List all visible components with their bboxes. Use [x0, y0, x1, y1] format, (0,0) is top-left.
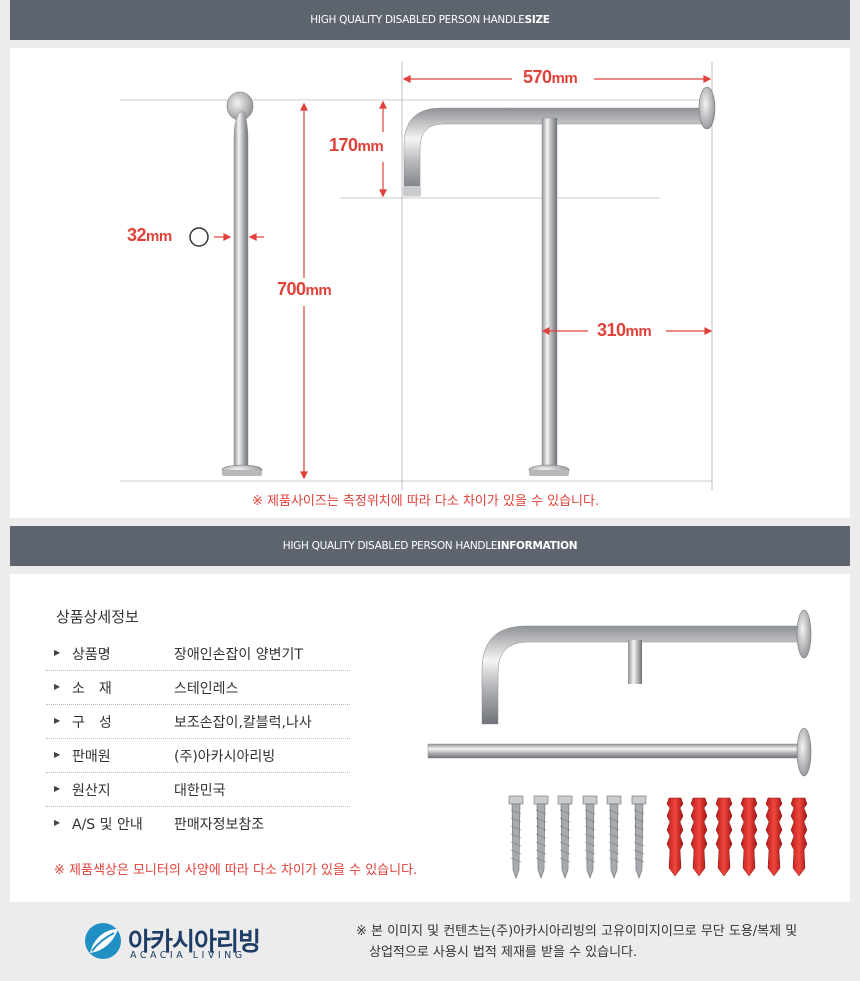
size-diagram: [120, 62, 716, 490]
copyright-note: ※ 본 이미지 및 컨텐츠는(주)아카시아리빙의 고유이미지이므로 무단 도용/…: [356, 921, 826, 963]
width-label: 570mm: [523, 67, 578, 87]
info-row-value: 스테인레스: [174, 681, 239, 697]
info-row: ▶ A/S 및 안내 판매자정보참조: [46, 806, 350, 840]
info-row-label: 소 재: [72, 681, 112, 697]
dimension-arrows: [214, 75, 713, 480]
bullet-icon: ▶: [54, 682, 61, 691]
bullet-icon: ▶: [54, 648, 61, 657]
bullet-icon: ▶: [54, 818, 61, 827]
size-banner-prefix: HIGH QUALITY DISABLED PERSON HANDLE: [310, 14, 525, 26]
info-row-value: 장애인손잡이 양변기T: [174, 647, 303, 663]
info-row-label: 구 성: [72, 715, 112, 731]
diameter-circle-icon: [189, 227, 209, 247]
offset-label: 310mm: [597, 320, 652, 340]
info-row: ▶ 구 성 보조손잡이,칼블럭,나사: [46, 704, 350, 739]
size-banner: HIGH QUALITY DISABLED PERSON HANDLE SIZE: [10, 0, 850, 40]
depth-label: 170mm: [329, 135, 384, 155]
bullet-icon: ▶: [54, 716, 61, 725]
info-banner: HIGH QUALITY DISABLED PERSON HANDLE INFO…: [10, 526, 850, 566]
brand-name: 아카시아리빙: [128, 927, 261, 956]
info-row-label: 상품명: [72, 647, 111, 663]
color-note: ※ 제품색상은 모니터의 사양에 따라 다소 차이가 있을 수 있습니다.: [54, 863, 418, 878]
info-banner-prefix: HIGH QUALITY DISABLED PERSON HANDLE: [282, 540, 498, 552]
info-row-label: A/S 및 안내: [72, 817, 143, 833]
info-row: ▶ 상품명 장애인손잡이 양변기T: [46, 636, 350, 671]
height-label: 700mm: [277, 279, 332, 299]
front-view-handle: [403, 86, 716, 476]
info-row-value: 판매자정보참조: [174, 817, 265, 833]
size-banner-bold: SIZE: [524, 14, 550, 26]
brand-name-en: ACACIA LIVING: [130, 950, 246, 961]
info-row-label: 원산지: [72, 783, 111, 799]
acacia-leaf-logo-icon: [85, 923, 121, 959]
info-row-value: 보조손잡이,칼블럭,나사: [174, 715, 312, 731]
diameter-label: 32mm: [127, 225, 172, 245]
side-view-handle: [221, 91, 263, 476]
info-row: ▶ 원산지 대한민국: [46, 772, 350, 807]
info-row-value: 대한민국: [174, 783, 226, 799]
info-title: 상품상세정보: [56, 608, 139, 626]
info-row: ▶ 소 재 스테인레스: [46, 670, 350, 705]
size-note: ※ 제품사이즈는 측정위치에 따라 다소 차이가 있을 수 있습니다.: [252, 494, 600, 509]
info-row: ▶ 판매원 (주)아카시아리빙: [46, 738, 350, 773]
info-banner-bold: INFORMATION: [497, 540, 578, 552]
copyright-line-1: ※ 본 이미지 및 컨텐츠는(주)아카시아리빙의 고유이미지이므로 무단 도용/…: [356, 924, 798, 939]
bullet-icon: ▶: [54, 784, 61, 793]
info-row-label: 판매원: [72, 749, 111, 765]
product-components-image: [427, 609, 812, 879]
bullet-icon: ▶: [54, 750, 61, 759]
info-row-value: (주)아카시아리빙: [174, 749, 276, 765]
copyright-line-2: 상업적으로 사용시 법적 제재를 받을 수 있습니다.: [369, 945, 638, 960]
